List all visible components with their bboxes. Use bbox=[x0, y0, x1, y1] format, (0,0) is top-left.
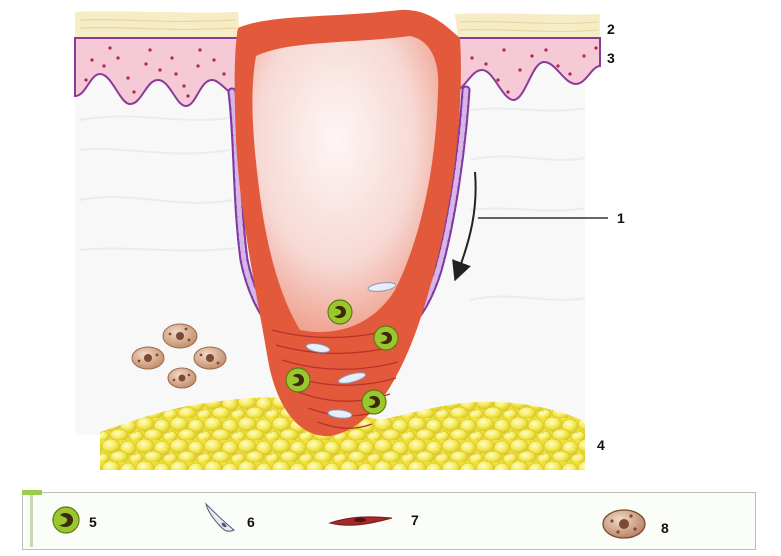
spindle-cells bbox=[305, 282, 397, 419]
label-6: 6 bbox=[247, 514, 255, 530]
label-3: 3 bbox=[607, 50, 615, 66]
leukocytes bbox=[285, 299, 399, 415]
epidermis-right bbox=[457, 37, 601, 102]
label-7: 7 bbox=[411, 512, 419, 528]
label-2: 2 bbox=[607, 21, 615, 37]
label-5: 5 bbox=[89, 514, 97, 530]
legend-bar bbox=[30, 495, 33, 547]
wound-core bbox=[252, 36, 439, 332]
legend-tab bbox=[22, 490, 42, 495]
fat-layer bbox=[100, 397, 585, 470]
stratum-corneum-right bbox=[455, 13, 600, 41]
label-1: 1 bbox=[617, 210, 625, 226]
epidermis-left bbox=[74, 37, 241, 108]
arrow-icon bbox=[452, 171, 477, 282]
label-8: 8 bbox=[661, 520, 669, 536]
legend-box bbox=[22, 492, 756, 550]
macrophages bbox=[131, 323, 227, 389]
label-4: 4 bbox=[597, 437, 605, 453]
epidermis-dots bbox=[84, 46, 598, 98]
stratum-corneum bbox=[75, 11, 240, 41]
